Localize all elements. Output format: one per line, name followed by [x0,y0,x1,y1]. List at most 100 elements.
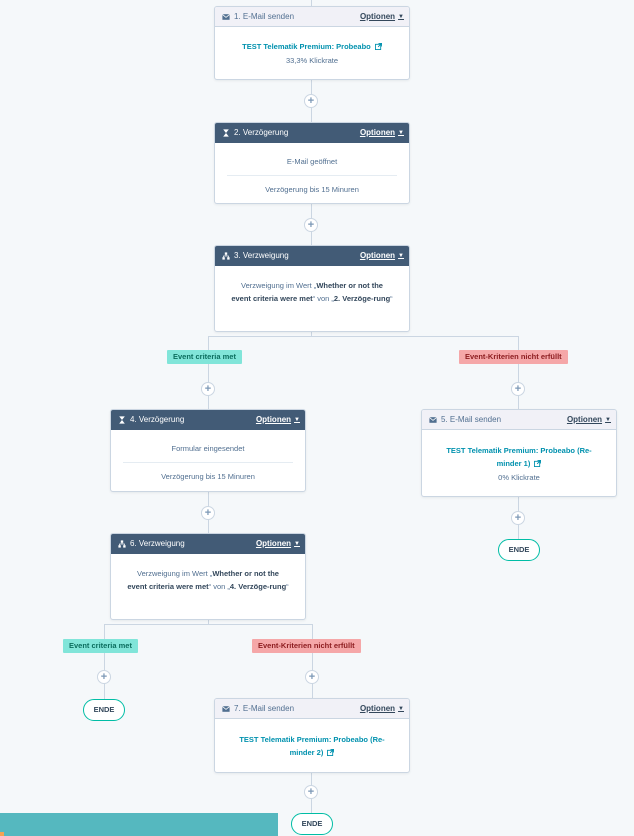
add-action-button[interactable]: + [304,94,318,108]
connector [208,336,209,410]
card-header: 1. E-Mail senden Optionen ▼ [215,7,409,27]
branch-description: Verzweigung im Wert „Whether or not the … [111,554,305,593]
add-action-button[interactable]: + [304,218,318,232]
chevron-down-icon: ▼ [398,705,404,712]
hourglass-icon [119,415,125,424]
options-dropdown[interactable]: Optionen ▼ [360,251,404,260]
branch-label-met: Event criteria met [167,350,242,364]
add-action-button[interactable]: + [201,382,215,396]
email-link[interactable]: TEST Telematik Premium: Probeabo (Re-min… [436,444,602,470]
options-dropdown[interactable]: Optionen ▼ [360,128,404,137]
options-dropdown[interactable]: Optionen ▼ [360,12,404,21]
divider [227,175,397,176]
card-title: 2. Verzögerung [234,128,289,137]
options-label: Optionen [359,12,396,21]
connector [104,624,313,625]
add-action-button[interactable]: + [304,785,318,799]
connector [104,624,105,699]
card-header: 4. Verzögerung Optionen ▼ [111,410,305,430]
connector [208,336,518,337]
branch-text-property: Whether or not the event criteria were m… [127,569,279,591]
card-header: 3. Verzweigung Optionen ▼ [215,246,409,266]
add-action-button[interactable]: + [305,670,319,684]
options-dropdown[interactable]: Optionen ▼ [256,415,300,424]
options-dropdown[interactable]: Optionen ▼ [256,539,300,548]
click-rate: 0% Klickrate [498,473,540,482]
options-label: Optionen [359,251,396,260]
connector [312,624,313,698]
branch-label-not-met: Event-Kriterien nicht erfüllt [459,350,568,364]
hourglass-icon [223,128,229,137]
end-node: ENDE [291,813,333,835]
email-link-text: TEST Telematik Premium: Probeabo (Re-min… [239,735,385,757]
chevron-down-icon: ▼ [294,416,300,423]
email-link-text: TEST Telematik Premium: Probeabo [242,42,371,51]
options-label: Optionen [566,415,603,424]
branch-text: Verzweigung im Wert „ [137,569,213,578]
connector [311,0,312,6]
card-header: 2. Verzögerung Optionen ▼ [215,123,409,143]
connector [311,332,312,337]
branch-text: “ von „ [208,582,230,591]
chevron-down-icon: ▼ [398,129,404,136]
bottom-accent [0,832,4,836]
card-header: 7. E-Mail senden Optionen ▼ [215,699,409,719]
branch-icon [118,539,126,548]
options-label: Optionen [359,704,396,713]
branch-text-source: 4. Verzöge-rung [229,582,287,591]
branch-icon [222,251,230,260]
end-node: ENDE [498,539,540,561]
action-card-email-5[interactable]: 5. E-Mail senden Optionen ▼ TEST Telemat… [421,409,617,497]
add-action-button[interactable]: + [97,670,111,684]
branch-label-met: Event criteria met [63,639,138,653]
options-dropdown[interactable]: Optionen ▼ [567,415,611,424]
delay-duration: Verzögerung bis 15 Minuren [265,185,359,194]
branch-label-not-met: Event-Kriterien nicht erfüllt [252,639,361,653]
email-link[interactable]: TEST Telematik Premium: Probeabo [225,40,399,53]
action-card-delay-2[interactable]: 2. Verzögerung Optionen ▼ E-Mail geöffne… [214,122,410,204]
action-card-email-1[interactable]: 1. E-Mail senden Optionen ▼ TEST Telemat… [214,6,410,80]
delay-condition: E-Mail geöffnet [286,157,338,166]
add-action-button[interactable]: + [511,382,525,396]
email-link-text: TEST Telematik Premium: Probeabo (Re-min… [446,446,592,468]
options-label: Optionen [359,128,396,137]
card-title: 5. E-Mail senden [441,415,502,424]
chevron-down-icon: ▼ [294,540,300,547]
divider [123,462,293,463]
branch-text: “ von „ [312,294,334,303]
card-header: 5. E-Mail senden Optionen ▼ [422,410,616,430]
action-card-email-7[interactable]: 7. E-Mail senden Optionen ▼ TEST Telemat… [214,698,410,773]
chevron-down-icon: ▼ [398,13,404,20]
card-header: 6. Verzweigung Optionen ▼ [111,534,305,554]
card-title: 7. E-Mail senden [234,704,295,713]
branch-text: “ [286,582,289,591]
card-title: 3. Verzweigung [234,251,289,260]
branch-text: “ [390,294,393,303]
add-action-button[interactable]: + [511,511,525,525]
branch-text-source: 2. Verzöge-rung [333,294,391,303]
options-label: Optionen [255,415,292,424]
action-card-branch-6[interactable]: 6. Verzweigung Optionen ▼ Verzweigung im… [110,533,306,620]
delay-condition: Formular eingesendet [171,444,245,453]
add-action-button[interactable]: + [201,506,215,520]
branch-description: Verzweigung im Wert „Whether or not the … [215,266,409,305]
card-title: 6. Verzweigung [130,539,185,548]
branch-text-property: Whether or not the event criteria were m… [231,281,383,303]
external-link-icon [327,749,335,756]
bottom-toolbar [0,813,278,836]
options-dropdown[interactable]: Optionen ▼ [360,704,404,713]
delay-duration: Verzögerung bis 15 Minuren [161,472,255,481]
card-title: 1. E-Mail senden [234,12,295,21]
action-card-branch-3[interactable]: 3. Verzweigung Optionen ▼ Verzweigung im… [214,245,410,332]
chevron-down-icon: ▼ [605,416,611,423]
envelope-icon [429,416,437,423]
action-card-delay-4[interactable]: 4. Verzögerung Optionen ▼ Formular einge… [110,409,306,492]
envelope-icon [222,705,230,712]
connector [208,620,209,625]
external-link-icon [374,43,382,50]
click-rate: 33,3% Klickrate [285,56,339,65]
connector [518,336,519,410]
email-link[interactable]: TEST Telematik Premium: Probeabo (Re-min… [229,733,395,759]
chevron-down-icon: ▼ [398,252,404,259]
